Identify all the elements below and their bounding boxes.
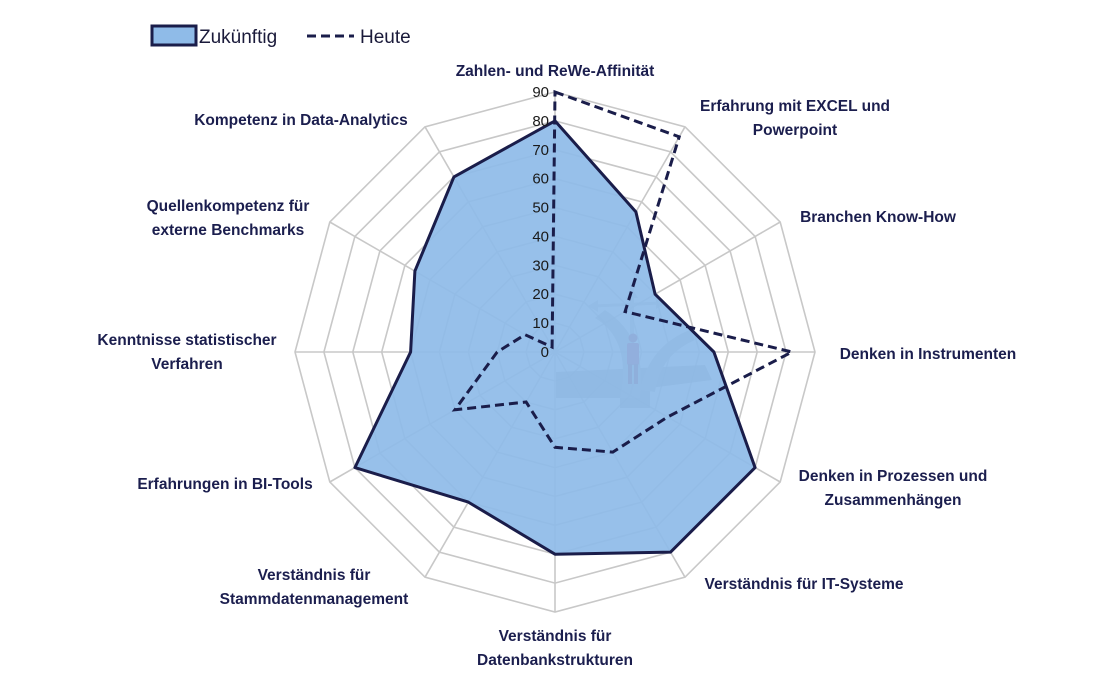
tick-label: 0	[541, 344, 549, 361]
series-heute-line	[451, 89, 797, 454]
category-label-line: Verfahren	[151, 356, 223, 373]
tick-label: 60	[532, 171, 549, 188]
category-label-line: Powerpoint	[753, 122, 837, 139]
legend: Zukünftig Heute	[150, 24, 411, 48]
legend-label-zukuenftig: Zukünftig	[199, 27, 277, 48]
category-label-line: Verständnis für IT-Systeme	[705, 576, 904, 593]
series-layer	[353, 89, 797, 556]
radial-tick-labels: 0 10 20 30 40 50 60 70 80 90	[532, 84, 549, 361]
category-label: Quellenkompetenz für externe Benchmarks	[147, 198, 310, 239]
tick-label: 70	[532, 142, 549, 159]
category-label: Kompetenz in Data-Analytics	[194, 112, 408, 129]
tick-label: 10	[532, 315, 549, 332]
category-label-line: Denken in Prozessen und	[799, 468, 988, 485]
category-label: Denken in Instrumenten	[840, 346, 1017, 363]
category-label-line: Stammdatenmanagement	[220, 591, 409, 608]
category-label-line: Branchen Know-How	[800, 209, 957, 226]
legend-swatch-zukuenftig	[150, 24, 198, 47]
tick-label: 30	[532, 257, 549, 274]
tick-label: 80	[532, 113, 549, 130]
tick-label: 50	[532, 200, 549, 217]
category-label: Erfahrungen in BI-Tools	[137, 476, 312, 493]
category-label-line: Zusammenhängen	[825, 492, 962, 509]
category-label-line: Verständnis für	[499, 628, 612, 645]
category-label-line: Denken in Instrumenten	[840, 346, 1017, 363]
category-label-line: Erfahrungen in BI-Tools	[137, 476, 312, 493]
tick-label: 90	[532, 84, 549, 101]
tick-label: 40	[532, 228, 549, 245]
category-label: Branchen Know-How	[800, 209, 957, 226]
legend-label-heute: Heute	[360, 27, 411, 48]
tick-label: 20	[532, 286, 549, 303]
category-label-line: Erfahrung mit EXCEL und	[700, 98, 890, 115]
category-label-line: Kompetenz in Data-Analytics	[194, 112, 408, 129]
category-label-line: Zahlen- und ReWe-Affinität	[456, 63, 655, 80]
category-label-line: Datenbankstrukturen	[477, 652, 633, 669]
category-label: Verständnis für IT-Systeme	[705, 576, 904, 593]
category-label-line: externe Benchmarks	[152, 222, 305, 239]
category-label-line: Quellenkompetenz für	[147, 198, 310, 215]
category-label-line: Kenntnisse statistischer	[97, 332, 276, 349]
category-label: Zahlen- und ReWe-Affinität	[456, 63, 655, 80]
series-zuknftig-area	[353, 119, 757, 556]
category-label-line: Verständnis für	[258, 567, 371, 584]
